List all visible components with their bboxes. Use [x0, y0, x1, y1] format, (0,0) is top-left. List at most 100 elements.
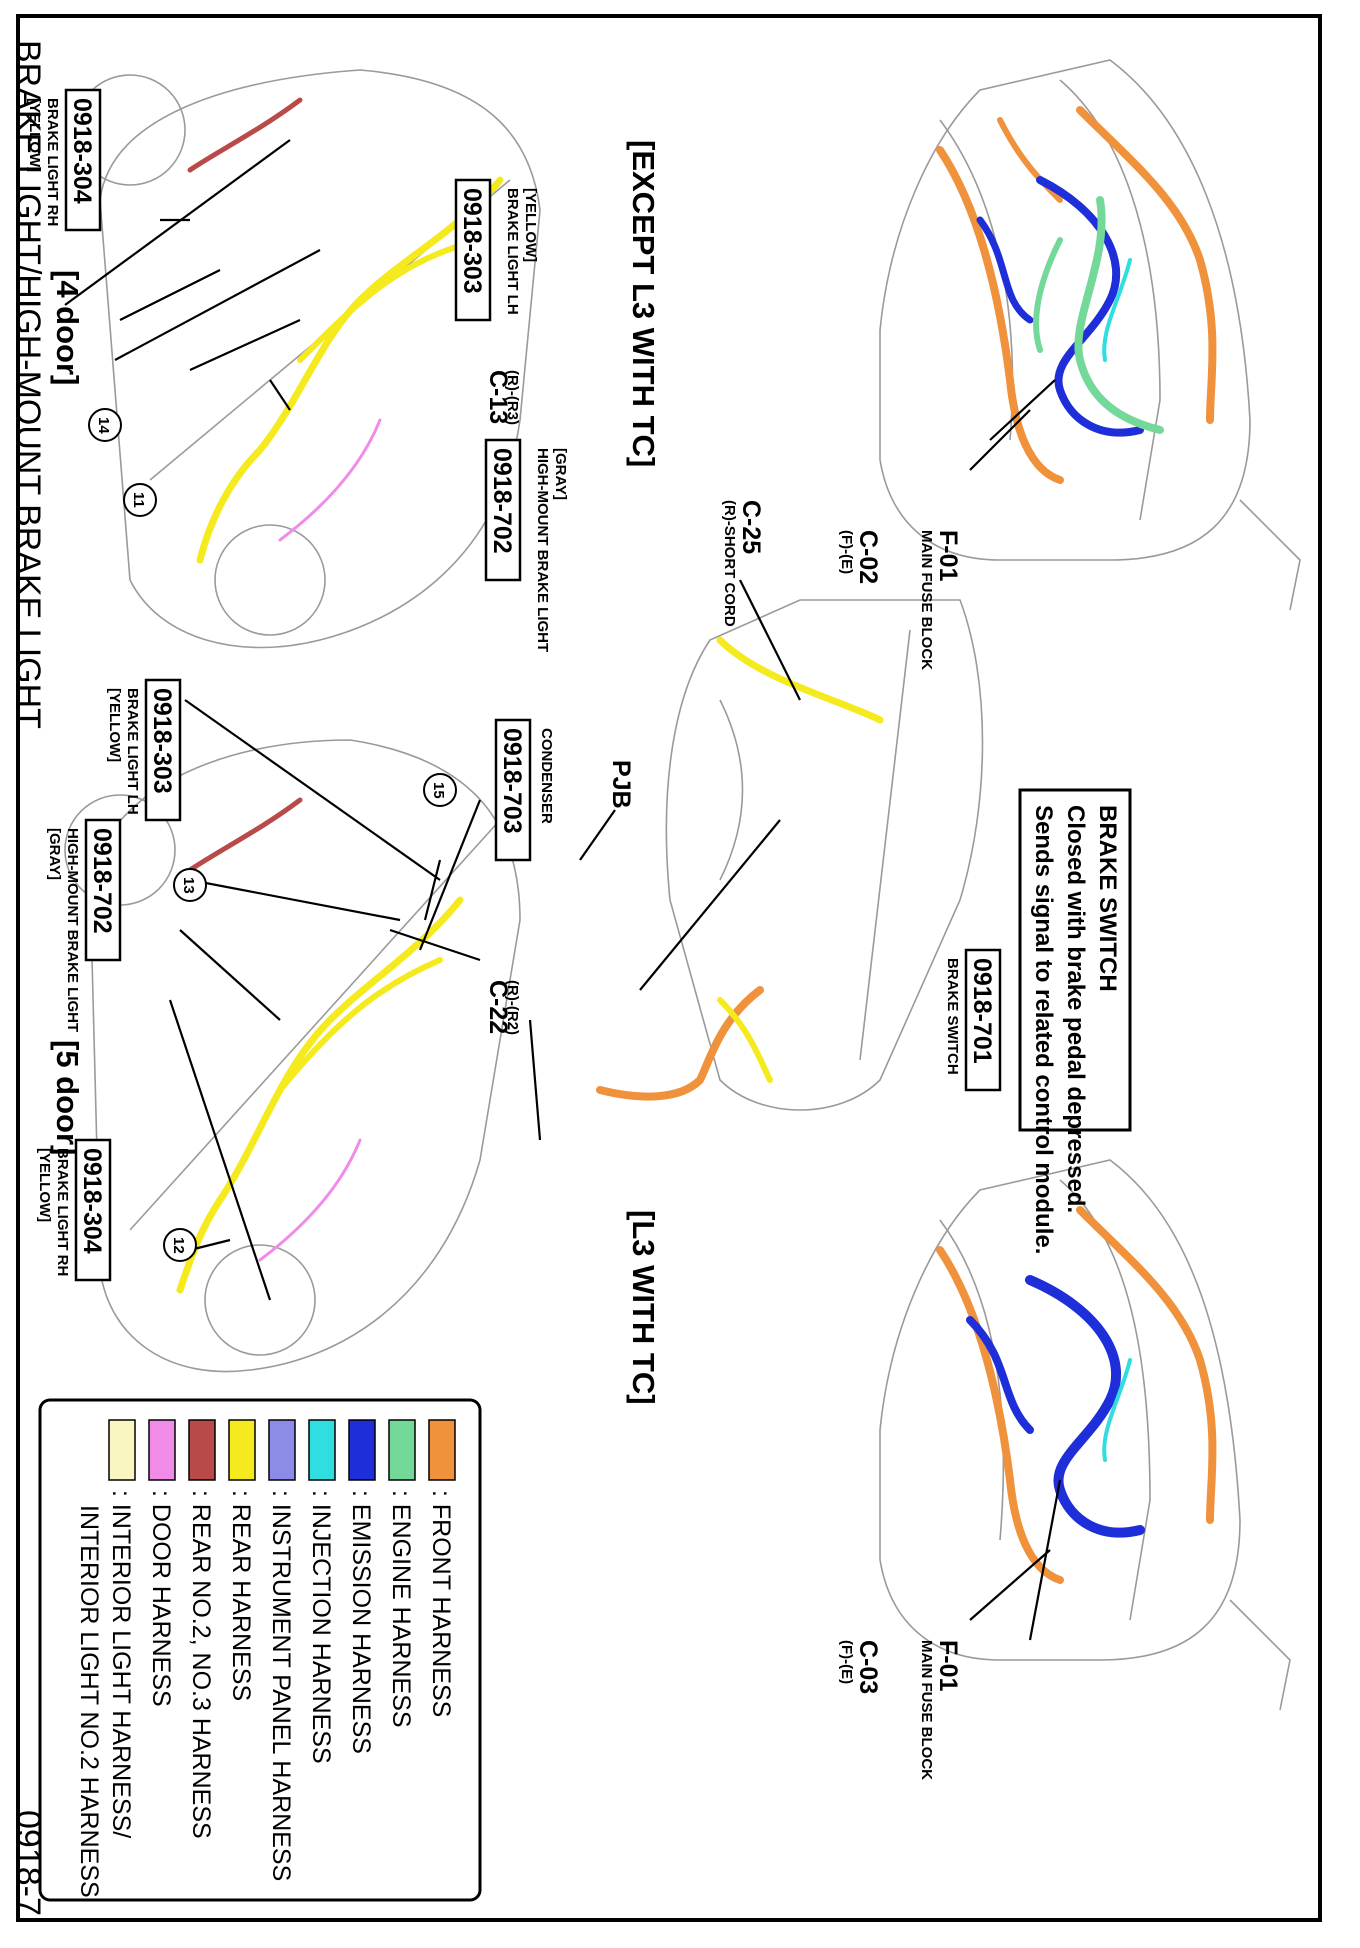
callout-15-circle — [423, 773, 457, 807]
legend-label: : REAR NO.2, NO.3 HARNESS — [187, 1490, 215, 1839]
engine-bay-outline-1 — [879, 59, 1251, 561]
d4-lh-code-box — [454, 178, 492, 322]
legend-swatch — [308, 1419, 336, 1481]
harness-front-1 — [1076, 106, 1217, 424]
legend-swatch — [428, 1419, 456, 1481]
legend-swatch — [388, 1419, 416, 1481]
leader-5d-lh — [184, 699, 441, 881]
legend-frame — [38, 1398, 482, 1902]
leader-c03 — [969, 1549, 1051, 1621]
brake-switch-box-title: BRAKE SWITCH — [1094, 805, 1121, 992]
hatch-front-wheel — [204, 1244, 316, 1356]
legend-label: : INTERIOR LIGHT HARNESS/ — [107, 1490, 135, 1838]
legend-label: : ENGINE HARNESS — [387, 1490, 415, 1728]
label-brake-switch-code: 0918-701 — [968, 958, 996, 1064]
legend-label: : REAR HARNESS — [227, 1490, 255, 1701]
label-d5-rh-l1: BRAKE LIGHT RH — [54, 1148, 71, 1276]
harness-front-1b — [936, 146, 1064, 484]
leader-5d-hm — [179, 929, 281, 1021]
section-4-door: [4 door] — [50, 270, 85, 385]
label-d4-rh-l2: [YELLOW] — [26, 98, 43, 172]
leader-lines — [64, 139, 1062, 1641]
label-c03-sub: (F)-(E) — [838, 1640, 855, 1684]
leader-11 — [269, 379, 291, 411]
leader-pjb — [579, 809, 616, 861]
harness-rear-4d — [196, 176, 504, 564]
legend-label: : EMISSION HARNESS — [347, 1490, 375, 1754]
legend-label-cont: INTERIOR LIGHT NO.2 HARNESS — [75, 1505, 103, 1898]
legend-swatch — [228, 1419, 256, 1481]
leader-15 — [423, 859, 442, 921]
connector-labels: F-01 MAIN FUSE BLOCK C-02 (F)-(E) C-25 (… — [607, 500, 1002, 1780]
leader-4d-hm — [114, 249, 321, 361]
callout-12: 12 — [170, 1237, 187, 1254]
callout-14-circle — [88, 408, 122, 442]
legend-swatch — [268, 1419, 296, 1481]
sedan-body-outline — [99, 69, 541, 649]
label-d5-lh-l2: [YELLOW] — [106, 688, 123, 762]
harness-front-2 — [1076, 1206, 1217, 1524]
harness-emission-1b — [976, 216, 1034, 324]
label-d5-rh-l2: [YELLOW] — [36, 1148, 53, 1222]
label-c13: C-13 — [484, 370, 512, 424]
leader-14 — [189, 318, 301, 372]
label-d5-cond-name: CONDENSER — [538, 728, 555, 824]
harness-rear-center2 — [717, 997, 773, 1083]
harness-rear-5d-b — [277, 957, 443, 1093]
engine-bay-line-1a — [1059, 79, 1161, 521]
label-c25: C-25 — [737, 500, 765, 554]
harness-door-5d — [258, 1138, 362, 1262]
label-c22: C-22 — [484, 980, 512, 1034]
label-c02-sub: (F)-(E) — [838, 530, 855, 574]
brake-switch-code-box — [964, 948, 1002, 1092]
harness-group — [176, 97, 1217, 1584]
harness-emission-1 — [1036, 176, 1144, 437]
label-d4-hm-code: 0918-702 — [488, 448, 516, 554]
label-c13-sub: (R)-(R3) — [504, 370, 521, 425]
section-except-l3: [EXCEPT L3 WITH TC] — [626, 140, 661, 467]
leader-13 — [189, 878, 401, 922]
harness-injection-2 — [1102, 1358, 1132, 1462]
d5-cond-code-box — [494, 718, 532, 862]
brake-switch-box-line1: Closed with brake pedal depressed. — [1062, 805, 1089, 1213]
harness-engine-1b — [1033, 237, 1063, 353]
label-d5-hm-l2: [GRAY] — [46, 828, 63, 880]
harness-emission-2 — [1025, 1275, 1145, 1538]
leader-4d-rh — [119, 269, 221, 321]
label-d4-hm-l2: [GRAY] — [552, 448, 569, 500]
label-f01-a: F-01 — [934, 530, 962, 582]
label-d4-lh-l2: [YELLOW] — [522, 188, 539, 262]
label-c02: C-02 — [854, 530, 882, 584]
hatch-roof-line — [129, 819, 501, 1231]
four-door-labels: 0918-304 BRAKE LIGHT RH [YELLOW] 0918-30… — [26, 88, 569, 652]
d5-lh-code-box — [144, 678, 182, 822]
harness-front-center — [596, 986, 764, 1101]
label-d4-lh-code: 0918-303 — [458, 188, 486, 294]
harness-front-1c — [997, 117, 1063, 203]
harness-rear-center — [716, 636, 884, 724]
label-d4-hm-l1: HIGH-MOUNT BRAKE LIGHT — [534, 448, 551, 652]
label-f01-b-sub: MAIN FUSE BLOCK — [918, 1640, 935, 1780]
dashboard-line-b — [719, 699, 744, 881]
label-d5-lh-l1: BRAKE LIGHT LH — [124, 688, 141, 815]
leader-c02 — [989, 379, 1056, 441]
d4-hm-code-box — [484, 438, 522, 582]
harness-rear-5d — [176, 896, 464, 1294]
harness-door-4d — [278, 418, 382, 542]
legend-label: : FRONT HARNESS — [427, 1490, 455, 1717]
dashboard-outline — [665, 599, 984, 1111]
label-brake-switch-name: BRAKE SWITCH — [944, 958, 961, 1075]
label-f01-a-sub: MAIN FUSE BLOCK — [918, 530, 935, 670]
page-border — [16, 14, 1322, 1922]
brake-switch-info-box: BRAKE SWITCH Closed with brake pedal dep… — [1018, 788, 1132, 1254]
d4-rh-code-box — [64, 88, 102, 232]
label-d5-rh-code: 0918-304 — [78, 1148, 106, 1254]
label-d4-lh-l1: BRAKE LIGHT LH — [504, 188, 521, 315]
callout-12-circle — [163, 1228, 197, 1262]
legend-swatch — [348, 1419, 376, 1481]
five-door-labels: 0918-303 BRAKE LIGHT LH [YELLOW] 0918-70… — [36, 678, 555, 1282]
harness-engine-1 — [1074, 196, 1164, 434]
